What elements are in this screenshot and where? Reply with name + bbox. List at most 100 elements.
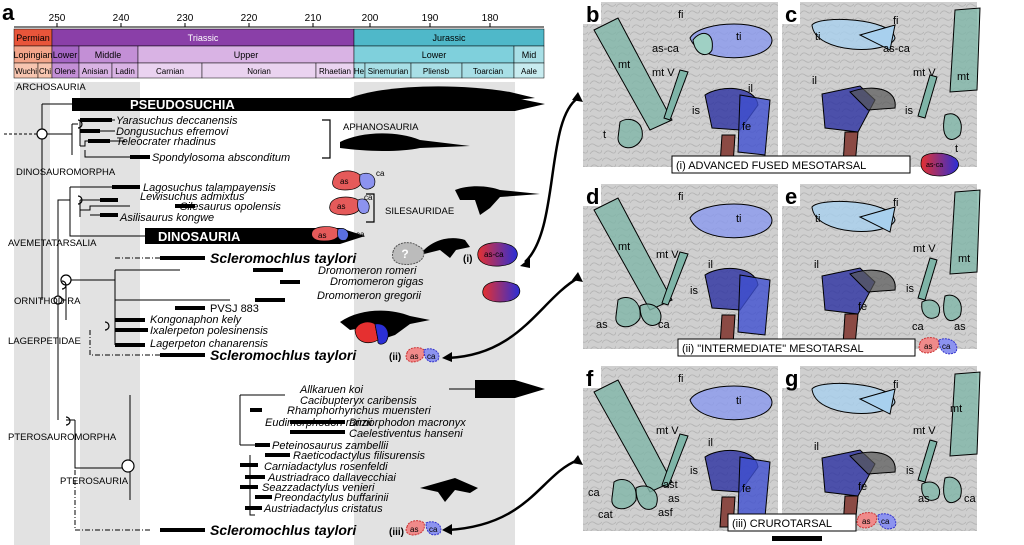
svg-text:as: as xyxy=(954,321,966,333)
svg-text:fe: fe xyxy=(742,483,751,495)
svg-text:ca: ca xyxy=(881,517,890,526)
taxon-range-bars xyxy=(80,118,345,532)
svg-text:Carnian: Carnian xyxy=(156,67,184,76)
taxon-label: Carniadactylus rosenfeldi xyxy=(264,461,388,473)
taxon-label: Lewisuchus admixtus xyxy=(140,191,245,203)
taxon-label: Silesaurus opolensis xyxy=(180,201,281,213)
svg-text:190: 190 xyxy=(422,13,439,24)
clade-silesauridae: SILESAURIDAE xyxy=(385,206,454,217)
svg-text:Pliensb: Pliensb xyxy=(423,67,450,76)
svg-text:mt V: mt V xyxy=(656,249,679,261)
taxon-label: Preondactylus buffarinii xyxy=(274,492,389,504)
svg-text:fi: fi xyxy=(678,373,684,385)
svg-text:ca: ca xyxy=(942,342,951,351)
ankle-icon-crurotarsal-1: as ca xyxy=(405,520,442,536)
taxon-label: Dromomeron gigas xyxy=(330,276,424,288)
clade-nodes xyxy=(36,128,135,473)
pterosaur-bar xyxy=(475,380,545,398)
ankle-icon-dinosauria: as ca xyxy=(311,226,365,242)
svg-text:is: is xyxy=(905,105,913,117)
clade-pterosauria: PTEROSAURIA xyxy=(60,476,129,487)
svg-text:Lower: Lower xyxy=(53,50,78,60)
svg-text:ca: ca xyxy=(588,487,601,499)
svg-text:Mid: Mid xyxy=(522,50,537,60)
svg-text:mt V: mt V xyxy=(652,67,675,79)
svg-text:as: as xyxy=(410,525,418,534)
taxon-label-pvsj: PVSJ 883 xyxy=(210,303,259,315)
svg-text:as: as xyxy=(918,493,930,505)
taxon-label: Caelestiventus hanseni xyxy=(349,428,463,440)
svg-text:ca: ca xyxy=(356,230,365,239)
svg-text:il: il xyxy=(708,259,713,271)
svg-text:ca: ca xyxy=(429,525,438,534)
dinosaur-silhouette xyxy=(420,238,470,258)
clade-pseudosuchia: PSEUDOSUCHIA xyxy=(130,97,235,112)
svg-text:Sinemurian: Sinemurian xyxy=(368,67,408,76)
svg-text:240: 240 xyxy=(113,13,130,24)
svg-text:il: il xyxy=(748,83,753,95)
clade-aphanosauria: APHANOSAURIA xyxy=(343,122,419,133)
svg-text:Jurassic: Jurassic xyxy=(432,33,466,43)
svg-text:fi: fi xyxy=(678,9,684,21)
svg-text:mt: mt xyxy=(958,253,970,265)
stage-row: Wuchi Chi Olene Anisian Ladin Carnian No… xyxy=(13,62,545,79)
silesaurid-silhouette xyxy=(455,186,540,215)
svg-text:230: 230 xyxy=(177,13,194,24)
svg-text:?: ? xyxy=(401,247,408,261)
taxon-label: Raeticodactylus filisurensis xyxy=(293,450,426,462)
svg-text:as-ca: as-ca xyxy=(652,43,680,55)
svg-text:fe: fe xyxy=(742,121,751,133)
svg-text:ti: ti xyxy=(736,213,742,225)
taxon-label: Spondylosoma absconditum xyxy=(152,152,290,164)
period-row: Permian Triassic Jurassic xyxy=(13,28,545,47)
svg-text:e: e xyxy=(785,184,797,209)
svg-text:mt V: mt V xyxy=(656,425,679,437)
photo-panel-c: c fi ti as-ca mt mt V il is t xyxy=(782,2,981,167)
svg-text:fi: fi xyxy=(893,379,899,391)
clade-archosauria: ARCHOSAURIA xyxy=(16,82,86,93)
ankle-icon-fused-1: as-ca xyxy=(477,242,518,267)
svg-text:is: is xyxy=(690,285,698,297)
svg-text:is: is xyxy=(906,465,914,477)
svg-text:Olene: Olene xyxy=(54,67,76,76)
taxon-label: Ixalerpeton polesinensis xyxy=(150,325,269,337)
scleromochlus-label-2: Scleromochlus taylori xyxy=(210,347,357,363)
svg-text:f: f xyxy=(586,366,594,391)
unknown-ankle-icon xyxy=(391,242,425,265)
svg-text:mt V: mt V xyxy=(913,243,936,255)
svg-text:ca: ca xyxy=(912,321,925,333)
svg-text:Permian: Permian xyxy=(16,33,50,43)
time-axis-ticks: 250 240 230 220 210 200 190 180 xyxy=(49,13,499,27)
svg-text:fi: fi xyxy=(893,15,899,27)
svg-text:as-ca: as-ca xyxy=(883,43,911,55)
svg-text:ast: ast xyxy=(663,479,678,491)
photo-panel-g: g fi mt mt V il is fe as ca xyxy=(782,366,981,531)
dinosauria-bar xyxy=(145,228,365,244)
svg-text:b: b xyxy=(586,2,599,27)
svg-text:fe: fe xyxy=(858,301,867,313)
svg-text:cat: cat xyxy=(598,509,613,521)
svg-text:mt V: mt V xyxy=(913,425,936,437)
svg-text:is: is xyxy=(690,465,698,477)
taxon-label: Dimorphodon macronyx xyxy=(349,417,466,429)
taxon-label: Peteinosaurus zambellii xyxy=(272,440,389,452)
taxon-label: Allkaruen koi xyxy=(299,384,364,396)
photo-panel-e: e fi ti mt V mt il is fe ca as xyxy=(782,184,981,349)
svg-text:ca: ca xyxy=(376,169,385,178)
svg-text:250: 250 xyxy=(49,13,66,24)
svg-text:Norian: Norian xyxy=(247,67,271,76)
svg-text:is: is xyxy=(906,283,914,295)
clade-avemetatarsalia: AVEMETATARSALIA xyxy=(8,238,97,249)
svg-text:Rhaetian: Rhaetian xyxy=(319,67,351,76)
taxon-label: Asilisaurus kongwe xyxy=(119,212,214,224)
ankle-icon-silesaurus: as ca xyxy=(329,193,373,216)
svg-text:fi: fi xyxy=(678,191,684,203)
svg-text:g: g xyxy=(785,366,798,391)
panel-label-a: a xyxy=(2,0,15,25)
lagerpetid-silhouette xyxy=(340,310,430,340)
ankle-icon-fused-caption xyxy=(920,152,959,177)
svg-text:is: is xyxy=(692,105,700,117)
svg-text:ca: ca xyxy=(388,319,397,328)
taxon-label: Kongonaphon kely xyxy=(150,314,243,326)
taxon-label: Cacibupteryx caribensis xyxy=(300,395,417,407)
